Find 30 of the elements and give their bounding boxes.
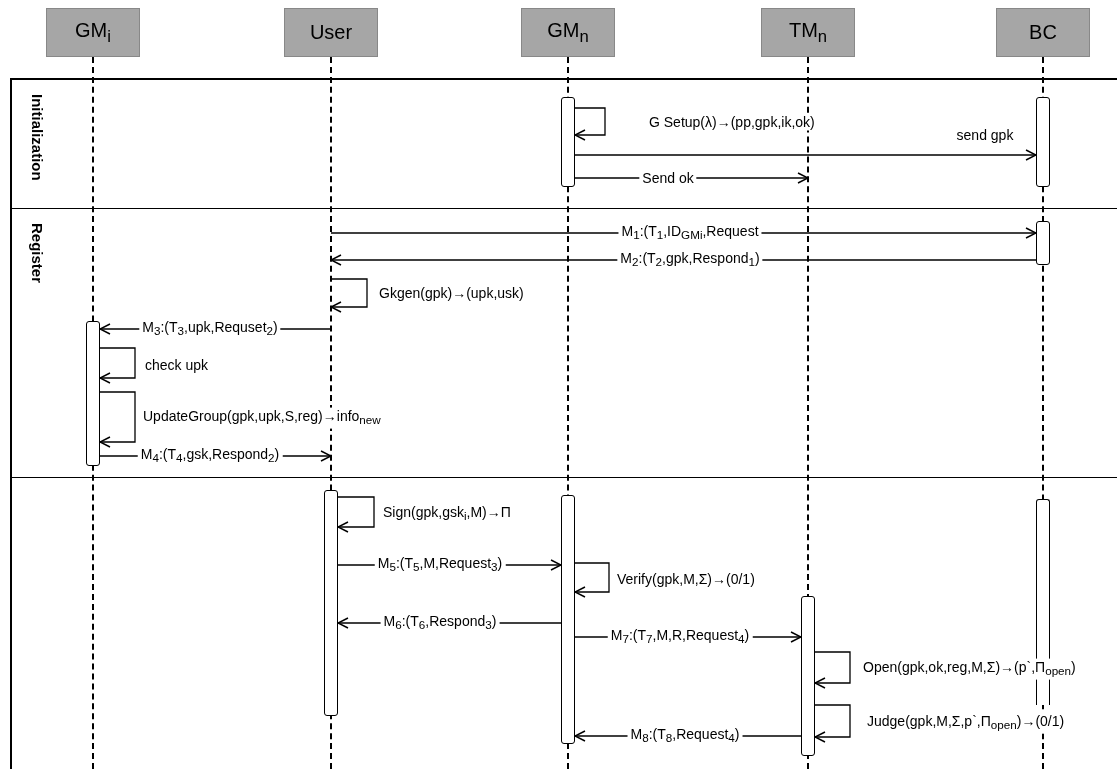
activation-bar (1036, 97, 1050, 187)
participant-name: GM$_{i}$ (75, 18, 111, 47)
activation-bar (801, 596, 815, 756)
self-message-arrow (99, 391, 136, 448)
participant-box (761, 8, 855, 57)
phase-label: Register (28, 222, 46, 284)
message-arrow (574, 149, 1037, 161)
self-message-arrow (814, 704, 851, 743)
activation-bar (324, 490, 338, 716)
self-message-arrow (99, 347, 136, 384)
participant-name: BC (1029, 21, 1057, 44)
self-message-arrow (337, 496, 375, 533)
participant-box (46, 8, 140, 57)
activation-bar (561, 97, 575, 187)
participant-box (284, 8, 378, 57)
self-message-arrow (330, 278, 368, 313)
participant-box (521, 8, 615, 57)
lifeline (567, 57, 569, 769)
lifeline (92, 57, 94, 769)
self-message-arrow (574, 562, 610, 598)
phase-label: Initialization (28, 93, 46, 181)
participant-name: GM$_{n}$ (547, 18, 589, 47)
activation-bar (561, 495, 575, 744)
activation-bar (1036, 221, 1050, 265)
participant-box (996, 8, 1090, 57)
participant-name: TM$_{n}$ (788, 18, 828, 47)
self-message-arrow (574, 107, 606, 141)
activation-bar (86, 321, 100, 466)
participant-name: User (309, 21, 353, 44)
self-message-arrow (814, 651, 851, 689)
